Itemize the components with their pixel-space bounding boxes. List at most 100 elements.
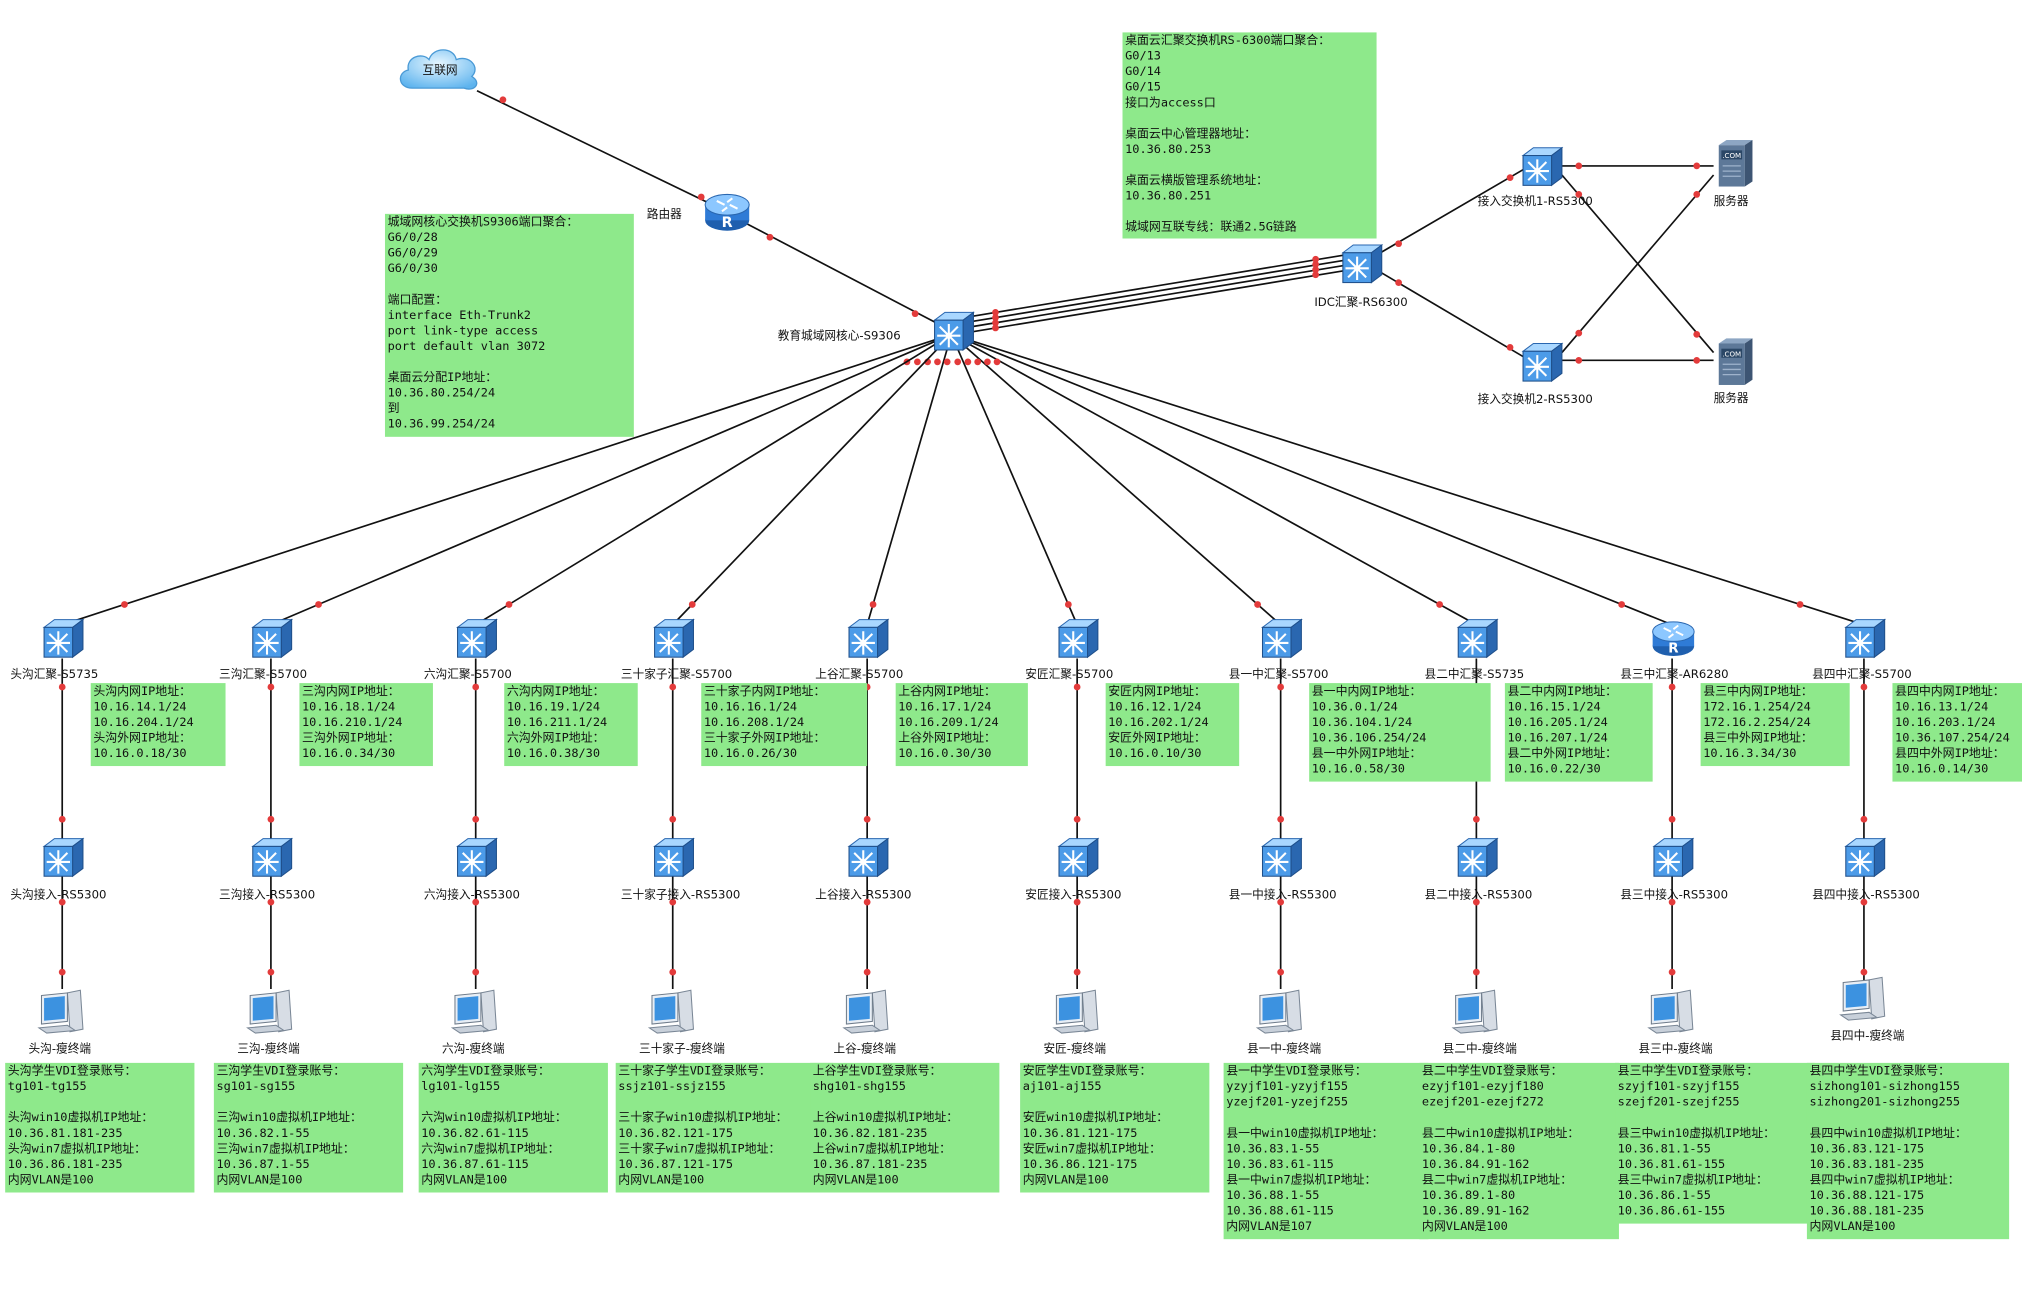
- port-dot: [58, 968, 66, 976]
- port-dot: [1073, 683, 1081, 691]
- idc-access2-link: [1380, 271, 1530, 362]
- core-idc-trunk-link: [972, 264, 1343, 328]
- svg-text:.COM: .COM: [1722, 151, 1741, 160]
- internet-label: 互联网: [422, 64, 458, 78]
- site-ip-note: 上谷内网IP地址： 10.16.17.1/24 10.16.209.1/24 上…: [895, 683, 1028, 767]
- site-ip-note: 六沟内网IP地址： 10.16.19.1/24 10.16.211.1/24 六…: [504, 683, 638, 767]
- port-dot: [1575, 162, 1583, 170]
- thin-client-icon: [245, 988, 297, 1037]
- server-2-label: 服务器: [1713, 392, 1749, 406]
- aggregation-label: 上谷汇聚-S5700: [815, 668, 904, 682]
- port-dot: [472, 968, 480, 976]
- aggregation-switch-icon: [249, 617, 293, 659]
- internet-cloud-icon: 互联网: [394, 41, 485, 95]
- access-label: 县一中接入-RS5300: [1228, 889, 1337, 903]
- aggregation-label: 安匠汇聚-S5700: [1025, 668, 1114, 682]
- aggregation-switch-icon: [454, 617, 498, 659]
- port-dot: [1277, 968, 1285, 976]
- access-switch-icon: [454, 836, 498, 878]
- port-dot: [992, 309, 999, 316]
- access-switch-icon: [1650, 836, 1695, 878]
- site-ip-note: 安匠内网IP地址： 10.16.12.1/24 10.16.202.1/24 安…: [1105, 683, 1240, 767]
- port-dot: [1064, 601, 1072, 608]
- port-dot: [863, 815, 871, 823]
- port-dot: [669, 815, 677, 823]
- access-switch-icon: [40, 836, 85, 878]
- port-dot: [1073, 815, 1081, 823]
- site-ip-note: 头沟内网IP地址： 10.16.14.1/24 10.16.204.1/24 头…: [90, 683, 226, 767]
- port-dot: [1312, 266, 1320, 273]
- svg-text:R: R: [1668, 641, 1679, 656]
- aggregation-switch-icon: [651, 617, 695, 659]
- port-dot: [993, 358, 1001, 366]
- aggregation-label: 三沟汇聚-S5700: [219, 668, 308, 682]
- core-switch-icon: [931, 310, 975, 352]
- site-ip-note: 三十家子内网IP地址： 10.16.16.1/24 10.16.208.1/24…: [701, 683, 868, 767]
- idc-switch-icon: [1339, 242, 1384, 284]
- port-dot: [1277, 683, 1285, 691]
- port-dot: [992, 324, 999, 332]
- access-label: 县四中接入-RS5300: [1812, 889, 1920, 903]
- access-switch-icon: [1259, 836, 1303, 878]
- site-vdi-note: 三沟学生VDI登录账号： sg101-sg155 三沟win10虚拟机IP地址：…: [213, 1062, 404, 1193]
- port-dot: [1860, 898, 1868, 906]
- aggregation-label: 县四中汇聚-S5700: [1812, 668, 1912, 682]
- access-label: 三沟接入-RS5300: [219, 889, 316, 903]
- router-label: 路由器: [646, 208, 682, 222]
- site-6-uplink: [950, 334, 1078, 626]
- access-switch-icon: [845, 836, 890, 878]
- idc-access1-link: [1380, 165, 1530, 254]
- port-dot: [472, 898, 480, 906]
- site-ip-note: 县二中内网IP地址： 10.16.15.1/24 10.16.205.1/24 …: [1504, 683, 1653, 782]
- port-dot: [1473, 968, 1480, 976]
- idc-switch-label: IDC汇聚-RS6300: [1314, 296, 1408, 310]
- port-dot: [1668, 898, 1676, 906]
- port-dot: [1506, 174, 1514, 181]
- port-dot: [1575, 329, 1583, 337]
- site-vdi-note: 县二中学生VDI登录账号： ezyjf101-ezyjf180 ezejf201…: [1419, 1062, 1619, 1240]
- access-label: 县三中接入-RS5300: [1620, 889, 1728, 903]
- aggregation-switch-icon: [40, 617, 85, 659]
- site-1-uplink: [61, 333, 952, 626]
- core-switch-label: 教育城域网核心-S9306: [777, 330, 901, 344]
- port-dot: [499, 96, 507, 104]
- server-2-icon: .COM: [1714, 338, 1755, 385]
- port-dot: [1618, 601, 1626, 608]
- port-dot: [766, 233, 774, 241]
- site-2-uplink: [270, 333, 952, 626]
- port-dot: [1277, 815, 1285, 823]
- access-switch-icon: [651, 836, 695, 878]
- port-dot: [863, 968, 871, 976]
- site-8-uplink: [951, 333, 1477, 626]
- port-dot: [911, 310, 919, 318]
- port-dot: [1254, 601, 1261, 608]
- port-dot: [669, 968, 677, 976]
- port-dot: [505, 601, 513, 608]
- port-dot: [121, 601, 128, 608]
- thin-client-icon: [36, 988, 88, 1037]
- port-dot: [1693, 356, 1701, 364]
- site-vdi-note: 头沟学生VDI登录账号： tg101-tg155 头沟win10虚拟机IP地址：…: [5, 1062, 195, 1193]
- site-ip-note: 县三中内网IP地址： 172.16.1.254/24 172.16.2.254/…: [1700, 683, 1850, 767]
- access-switch-2-label: 接入交换机2-RS5300: [1477, 394, 1593, 408]
- access-label: 县二中接入-RS5300: [1424, 889, 1533, 903]
- svg-text:.COM: .COM: [1722, 349, 1741, 358]
- port-dot: [1796, 601, 1804, 608]
- port-dot: [954, 358, 962, 366]
- thin-client-label: 县二中-瘦终端: [1442, 1043, 1517, 1057]
- access-switch-2-icon: [1519, 341, 1564, 383]
- core-idc-trunk-link: [972, 259, 1343, 323]
- router-icon: R: [703, 189, 752, 233]
- port-dot: [1575, 356, 1583, 364]
- port-dot: [1312, 271, 1320, 279]
- thin-client-label: 三沟-瘦终端: [237, 1043, 300, 1057]
- thin-client-label: 三十家子-瘦终端: [639, 1043, 725, 1057]
- site-4-uplink: [672, 333, 953, 626]
- svg-text:R: R: [722, 215, 733, 231]
- aggregation-switch-icon: [1055, 617, 1100, 659]
- port-dot: [984, 358, 991, 366]
- site-vdi-note: 六沟学生VDI登录账号： lg101-lg155 六沟win10虚拟机IP地址：…: [418, 1062, 608, 1193]
- port-dot: [669, 898, 677, 906]
- site-vdi-note: 县一中学生VDI登录账号： yzyjf101-yzyjf155 yzejf201…: [1223, 1062, 1429, 1240]
